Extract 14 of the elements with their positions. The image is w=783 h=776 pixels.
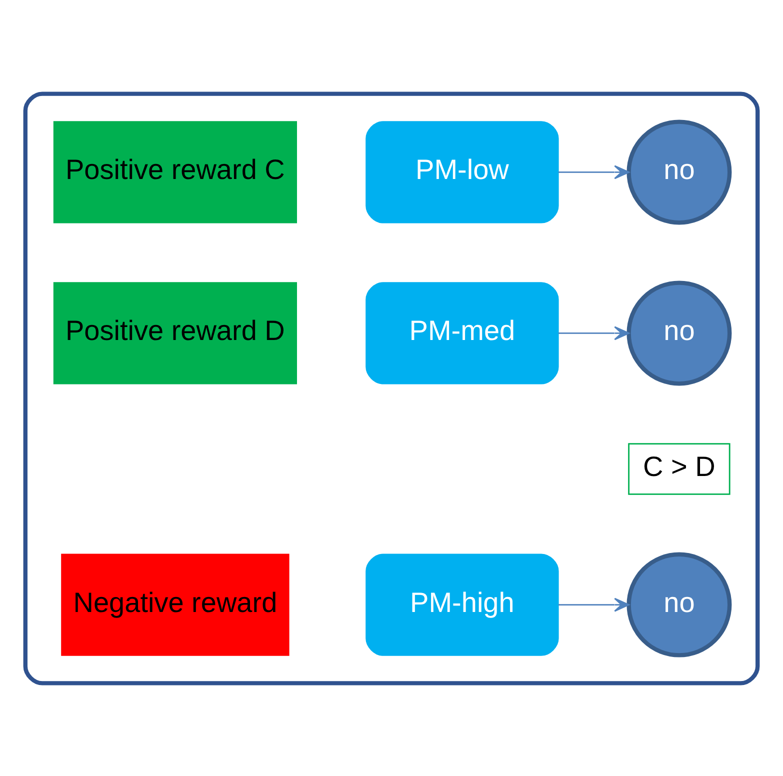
node-box: Positive reward C xyxy=(53,120,297,223)
node-box: PM-med xyxy=(366,282,559,384)
node-box: Negative reward xyxy=(61,553,290,656)
arrow xyxy=(558,326,630,340)
node-circle: no xyxy=(626,280,732,386)
node-box: PM-low xyxy=(366,120,559,223)
arrow xyxy=(558,597,630,612)
node-circle: no xyxy=(626,552,732,657)
node-box: PM-high xyxy=(366,553,559,656)
arrow xyxy=(558,164,630,179)
cluster xyxy=(23,91,760,685)
node-circle: no xyxy=(626,119,732,224)
node-box: C > D xyxy=(628,442,730,494)
node-box: Positive reward D xyxy=(53,282,297,384)
